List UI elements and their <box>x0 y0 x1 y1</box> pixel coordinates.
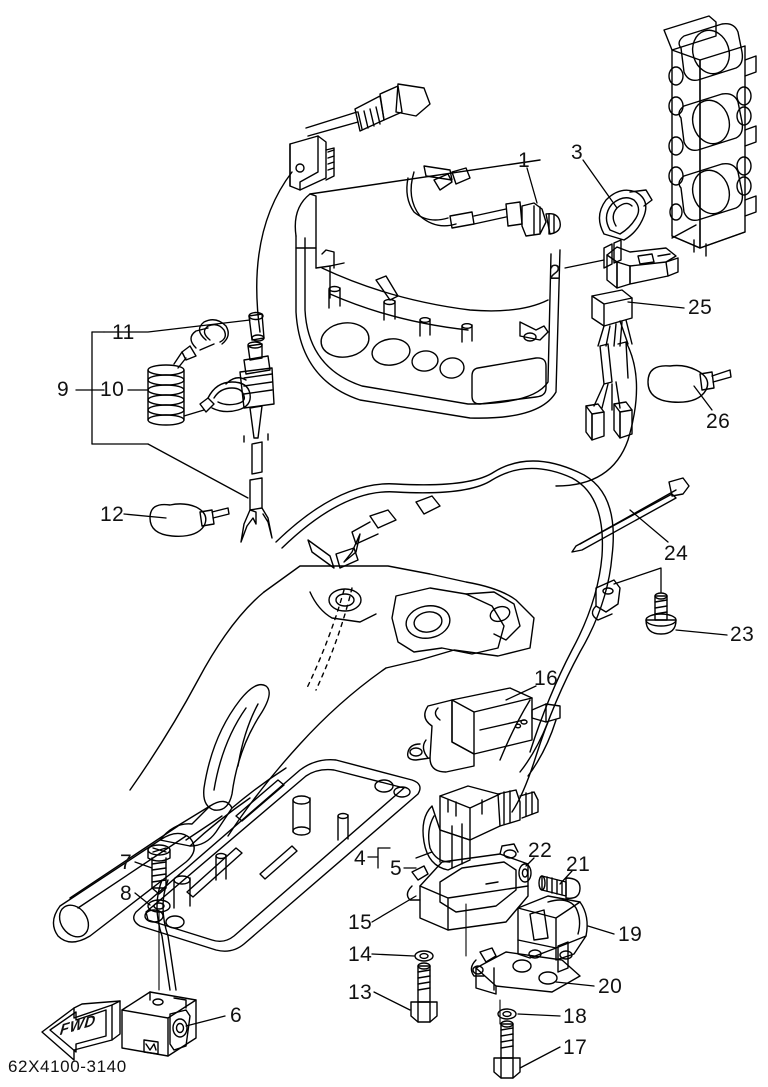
callout-23: 23 <box>730 623 755 646</box>
leader-lines <box>75 159 728 1069</box>
rectifier-part-16 <box>406 687 561 777</box>
callout-18: 18 <box>563 1005 588 1028</box>
callout-19: 19 <box>618 923 643 946</box>
washer-part-14 <box>414 950 434 962</box>
tiller-handle-illustration <box>52 565 535 991</box>
callout-7: 7 <box>120 851 133 874</box>
callout-9: 9 <box>57 378 70 401</box>
bolt-part-13 <box>410 962 438 1023</box>
harness-junction-part-25 <box>555 289 638 487</box>
callout-16: 16 <box>534 667 559 690</box>
stop-switch-illustration <box>239 341 275 543</box>
callout-22: 22 <box>528 839 553 862</box>
callout-12: 12 <box>100 503 125 526</box>
callout-5: 5 <box>390 857 403 880</box>
cable-tie-part-12 <box>149 503 230 537</box>
sensor-clip-part-3 <box>598 189 653 241</box>
lower-cowling-illustration <box>294 159 561 419</box>
callout-1: 1 <box>518 149 531 172</box>
callout-24: 24 <box>664 542 689 565</box>
callout-20: 20 <box>598 975 623 998</box>
sensor-bracket-part-2 <box>603 239 679 289</box>
mounting-plate-part-20 <box>470 941 581 1025</box>
cable-clamp-part-19 <box>517 895 588 961</box>
part-number-label: 62X4100-3140 <box>8 1057 127 1076</box>
wiring-harness-illustration <box>275 460 621 813</box>
callout-14: 14 <box>348 943 373 966</box>
callout-2: 2 <box>549 261 562 284</box>
callout-15: 15 <box>348 911 373 934</box>
block-leader <box>671 224 697 239</box>
callout-3: 3 <box>571 141 584 164</box>
engine-block-illustration <box>663 15 757 257</box>
callout-13: 13 <box>348 981 373 1004</box>
screw-part-7 <box>147 844 171 895</box>
callout-25: 25 <box>688 296 713 319</box>
callout-17: 17 <box>563 1036 588 1059</box>
lanyard-assembly-illustration <box>147 311 265 426</box>
callout-11: 11 <box>112 321 135 344</box>
washer-part-8 <box>147 899 171 991</box>
spark-plug-cap-assembly <box>256 83 431 333</box>
connector-holder-part-15 <box>406 843 529 957</box>
callout-21: 21 <box>566 853 591 876</box>
callout-8: 8 <box>120 882 133 905</box>
connector-part-5 <box>422 785 539 871</box>
washer-part-22 <box>518 863 532 883</box>
callout-10: 10 <box>100 378 125 401</box>
bolt-part-23 <box>645 592 677 635</box>
thermoswitch-part-1 <box>406 165 561 237</box>
cable-tie-part-26 <box>647 364 732 403</box>
fwd-arrow-marker <box>41 1000 121 1061</box>
switch-box-part-6 <box>121 991 197 1057</box>
callout-4: 4 <box>354 847 367 870</box>
callout-26: 26 <box>706 410 731 433</box>
bolt-part-17 <box>493 1020 521 1079</box>
washer-part-18 <box>497 1008 517 1020</box>
callout-6: 6 <box>230 1004 243 1027</box>
cable-tie-part-24 <box>571 477 690 553</box>
bolt-part-21 <box>538 875 581 899</box>
